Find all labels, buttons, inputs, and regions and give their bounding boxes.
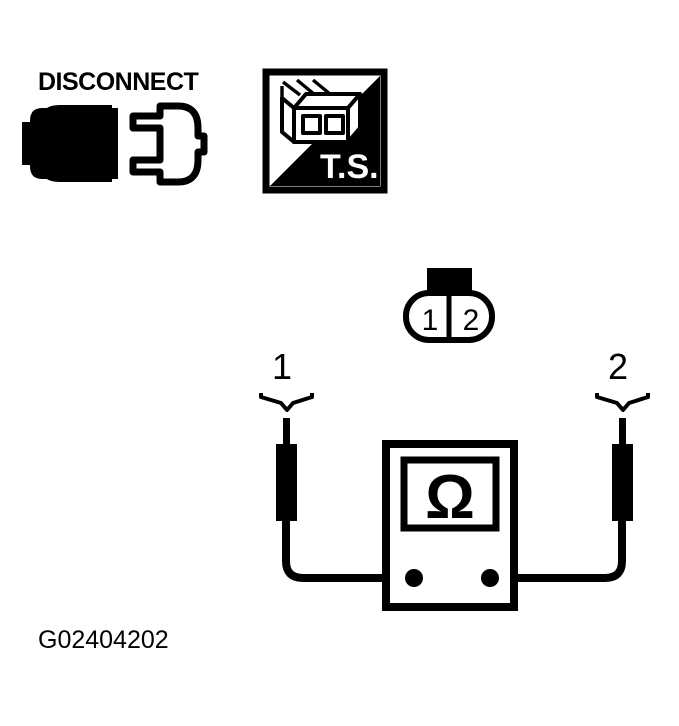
probe-1-lead-wire <box>282 521 414 582</box>
ohm-symbol: Ω <box>425 463 475 532</box>
figure-caption: G02404202 <box>38 626 169 654</box>
ts-label: T.S. <box>320 148 379 186</box>
ts-icon-group: T.S. <box>262 68 388 194</box>
ohmmeter-group: Ω <box>382 440 518 611</box>
probe-2-group: 2 <box>494 346 650 582</box>
disconnect-plug-shape <box>129 102 208 186</box>
probe-1-tip-stem <box>283 418 290 444</box>
connector-cavity-2-label: 2 <box>463 304 480 337</box>
ohmmeter-display <box>400 456 500 532</box>
probe-2-label: 2 <box>608 346 628 387</box>
probe-2-tip-stem <box>619 418 626 444</box>
disconnect-label: DISCONNECT <box>38 68 199 96</box>
probe-2-tip-arrow <box>595 393 650 412</box>
probe-1-label: 1 <box>272 346 292 387</box>
probe-2-lead-wire <box>494 521 626 582</box>
probe-1-group: 1 <box>259 346 414 582</box>
connector-group: 1 2 <box>403 268 495 343</box>
ts-cavity-1 <box>301 114 322 135</box>
probe-1-tip-arrow <box>259 393 314 412</box>
ts-connector-drawing <box>280 78 362 144</box>
meter-terminal-right <box>481 569 499 587</box>
connector-cavity-1-label: 1 <box>422 304 439 337</box>
probe-1-handle <box>276 444 297 521</box>
probe-2-handle <box>612 444 633 521</box>
meter-terminal-left <box>405 569 423 587</box>
disconnect-icon-group: DISCONNECT <box>22 68 208 186</box>
ts-cavity-2 <box>324 114 345 135</box>
